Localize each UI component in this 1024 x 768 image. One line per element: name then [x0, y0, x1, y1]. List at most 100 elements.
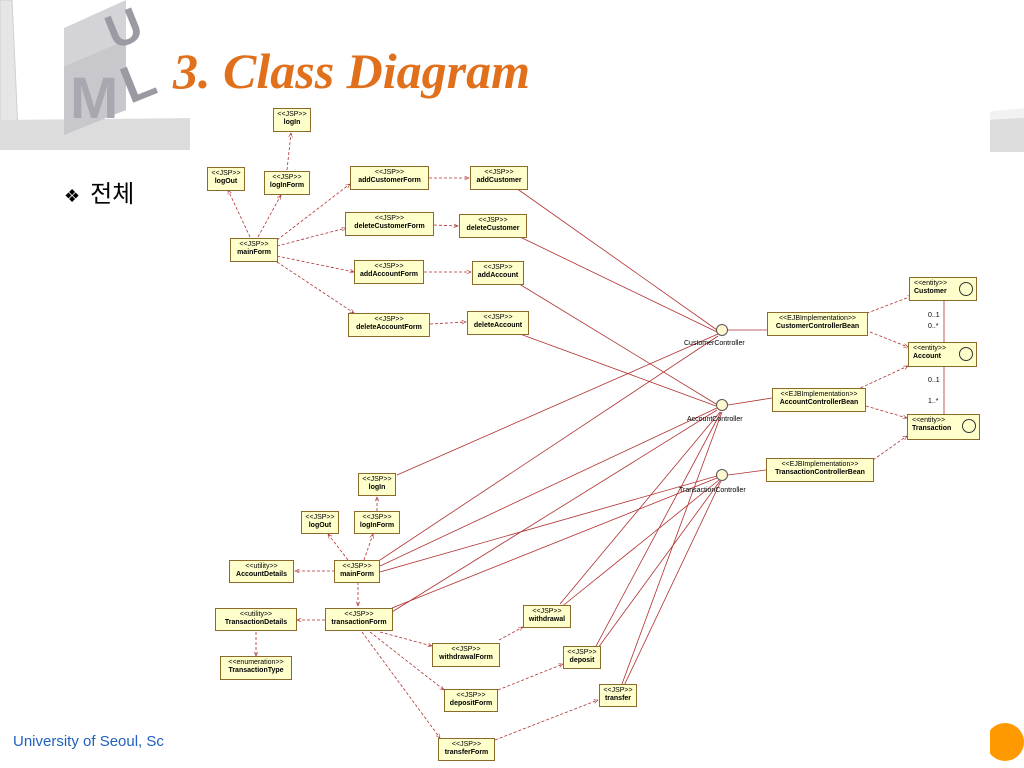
stereotype-label: <<JSP>> — [484, 169, 514, 176]
interface-label: CustomerController — [684, 340, 745, 347]
class-name: logIn — [283, 119, 301, 126]
jsp-login-bottom[interactable]: <<JSP>>logIn — [358, 473, 396, 496]
edge-mainform2-customercontroller — [379, 335, 719, 561]
class-name: mainForm — [237, 249, 271, 256]
edge-mainform-addcustomerform — [276, 184, 350, 241]
class-name: deposit — [569, 657, 595, 664]
stereotype-label: <<entity>> — [914, 280, 948, 287]
jsp-mainform-bottom[interactable]: <<JSP>>mainForm — [334, 560, 380, 583]
enumeration-transactiontype[interactable]: <<enumeration>>TransactionType — [220, 656, 292, 680]
edge-mainform-deleteaccountform — [276, 261, 354, 313]
jsp-addaccountform[interactable]: <<JSP>>addAccountForm — [354, 260, 424, 284]
jsp-withdrawalform[interactable]: <<JSP>>withdrawalForm — [432, 643, 500, 667]
edge-transactioncontroller-bean — [727, 469, 767, 476]
class-name: AccountDetails — [236, 571, 287, 578]
entity-transaction[interactable]: <<entity>>Transaction — [907, 414, 980, 440]
edge-login2-customercontroller — [396, 333, 719, 476]
stereotype-label: <<JSP>> — [374, 169, 405, 176]
class-name: mainForm — [340, 571, 374, 578]
edge-transferform-transfer — [494, 700, 598, 741]
class-name: Transaction — [912, 425, 952, 432]
class-name: TransactionControllerBean — [775, 469, 865, 476]
utility-transactiondetails[interactable]: <<utility>>TransactionDetails — [215, 608, 297, 631]
stereotype-label: <<JSP>> — [239, 241, 269, 248]
stereotype-label: <<JSP>> — [272, 174, 302, 181]
stereotype-label: <<JSP>> — [362, 476, 392, 483]
class-name: deleteCustomerForm — [354, 223, 425, 230]
stereotype-label: <<JSP>> — [478, 217, 508, 224]
jsp-mainform-top[interactable]: <<JSP>>mainForm — [230, 238, 278, 262]
stereotype-label: <<EJBImplementation>> — [778, 315, 857, 322]
class-name: addCustomerForm — [358, 177, 421, 184]
stereotype-label: <<JSP>> — [603, 687, 633, 694]
entity-customer[interactable]: <<entity>>Customer — [909, 277, 977, 301]
jsp-deleteaccount[interactable]: <<JSP>>deleteAccount — [467, 311, 529, 335]
interface-accountcontroller-icon[interactable] — [716, 399, 728, 411]
jsp-loginform-top[interactable]: <<JSP>>logInForm — [264, 171, 310, 195]
ejb-transactioncontrollerbean[interactable]: <<EJBImplementation>>TransactionControll… — [766, 458, 874, 482]
utility-accountdetails[interactable]: <<utility>>AccountDetails — [229, 560, 294, 583]
edge-transactionform-transactioncontroller — [391, 477, 718, 609]
jsp-logout-bottom[interactable]: <<JSP>>logOut — [301, 511, 339, 534]
edge-mainform2-transactioncontroller — [379, 475, 718, 573]
jsp-addcustomerform[interactable]: <<JSP>>addCustomerForm — [350, 166, 429, 190]
interface-label: AccountController — [687, 416, 743, 423]
edge-withdrawal-accountcontroller — [559, 411, 721, 605]
stereotype-label: <<JSP>> — [344, 611, 374, 618]
stereotype-label: <<enumeration>> — [228, 659, 284, 666]
edge-mainform2-loginform2 — [363, 534, 373, 561]
class-name: CustomerControllerBean — [775, 323, 860, 330]
jsp-login-top[interactable]: <<JSP>>logIn — [273, 108, 311, 132]
class-diagram: <<JSP>>logIn <<JSP>>logOut <<JSP>>logInF… — [190, 100, 990, 768]
jsp-addaccount[interactable]: <<JSP>>addAccount — [472, 261, 524, 285]
jsp-logout-top[interactable]: <<JSP>>logOut — [207, 167, 245, 191]
class-name: deleteAccountForm — [356, 324, 422, 331]
multiplicity-label: 0..1 — [928, 377, 940, 384]
edge-transactionbean-transaction — [872, 436, 907, 461]
stereotype-label: <<JSP>> — [483, 314, 513, 321]
jsp-deletecustomerform[interactable]: <<JSP>>deleteCustomerForm — [345, 212, 434, 236]
interface-transactioncontroller-icon[interactable] — [716, 469, 728, 481]
class-name: TransactionType — [228, 667, 284, 674]
edge-mainform-logout — [227, 190, 251, 238]
class-name: deleteAccount — [473, 322, 523, 329]
stereotype-label: <<JSP>> — [211, 170, 241, 177]
slide-title: 3. Class Diagram — [173, 43, 531, 99]
edge-withdrawal-transactioncontroller — [559, 479, 720, 609]
dependency-edges — [227, 133, 912, 741]
edge-transfer-transactioncontroller — [621, 480, 722, 691]
jsp-deposit[interactable]: <<JSP>>deposit — [563, 646, 601, 669]
stereotype-label: <<JSP>> — [451, 741, 482, 748]
entity-account[interactable]: <<entity>>Account — [908, 342, 977, 367]
ejb-accountcontrollerbean[interactable]: <<EJBImplementation>>AccountControllerBe… — [772, 388, 866, 412]
edge-customerbean-customer — [861, 296, 912, 316]
class-name: addAccount — [477, 272, 519, 279]
edge-accountbean-transaction — [865, 405, 907, 418]
jsp-transfer[interactable]: <<JSP>>transfer — [599, 684, 637, 707]
multiplicity-label: 0..1 — [928, 312, 940, 319]
jsp-deleteaccountform[interactable]: <<JSP>>deleteAccountForm — [348, 313, 430, 337]
jsp-depositform[interactable]: <<JSP>>depositForm — [444, 689, 498, 712]
jsp-addcustomer[interactable]: <<JSP>>addCustomer — [470, 166, 528, 190]
jsp-loginform-bottom[interactable]: <<JSP>>logInForm — [354, 511, 400, 534]
class-name: deleteCustomer — [466, 225, 520, 232]
jsp-withdrawal[interactable]: <<JSP>>withdrawal — [523, 605, 571, 628]
class-name: addAccountForm — [360, 271, 418, 278]
edge-transactionform-depositform — [369, 631, 444, 690]
class-name: logOut — [308, 522, 332, 529]
stereotype-label: <<JSP>> — [277, 111, 307, 118]
stereotype-label: <<JSP>> — [451, 646, 481, 653]
orange-circle-icon — [986, 723, 1024, 761]
jsp-deletecustomer[interactable]: <<JSP>>deleteCustomer — [459, 214, 527, 238]
interface-customercontroller-icon[interactable] — [716, 324, 728, 336]
association-edges — [379, 187, 945, 691]
edge-mainform2-accountcontroller — [379, 407, 718, 567]
ejb-customercontrollerbean[interactable]: <<EJBImplementation>>CustomerControllerB… — [767, 312, 868, 336]
class-name: transactionForm — [331, 619, 387, 626]
edge-mainform2-logout2 — [328, 534, 349, 561]
class-name: Customer — [914, 288, 947, 295]
jsp-transferform[interactable]: <<JSP>>transferForm — [438, 738, 495, 761]
class-name: logInForm — [269, 182, 305, 189]
jsp-transactionform[interactable]: <<JSP>>transactionForm — [325, 608, 393, 631]
stereotype-label: <<JSP>> — [374, 316, 404, 323]
